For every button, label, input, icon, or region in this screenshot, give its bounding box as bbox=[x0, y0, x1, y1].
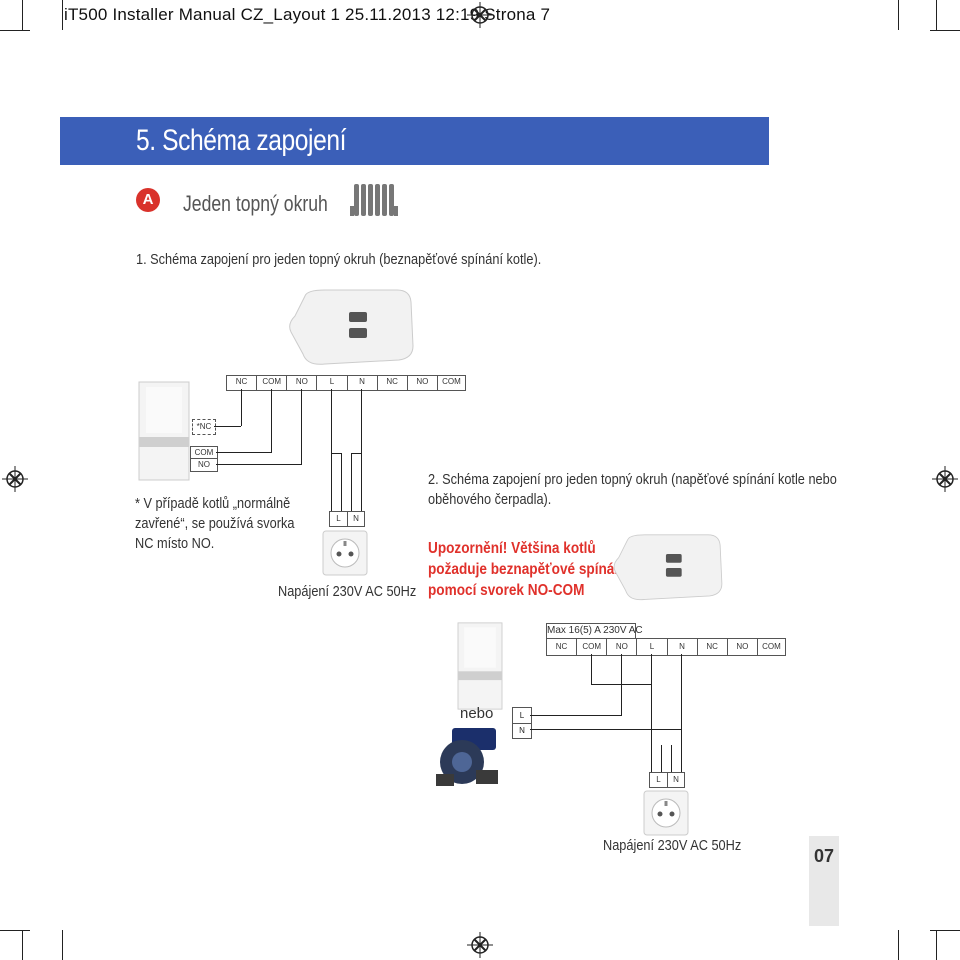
diagram1-note: * V případě kotlů „normálně zavřené“, se… bbox=[135, 495, 295, 552]
crop-mark bbox=[22, 0, 23, 30]
device-terminal-block: L N bbox=[512, 707, 532, 739]
wire bbox=[216, 452, 272, 453]
wire bbox=[351, 453, 352, 511]
warning-line: požaduje beznapěťové spínání bbox=[428, 561, 627, 578]
wire bbox=[651, 654, 652, 772]
terminal-label: N bbox=[673, 775, 679, 784]
receiver-terminal-block: NC COM NO L N NC NO COM bbox=[546, 638, 786, 656]
crop-mark bbox=[62, 930, 63, 960]
diagram1-supply-label: Napájení 230V AC 50Hz bbox=[278, 583, 417, 600]
crop-mark bbox=[898, 930, 899, 960]
section-badge: A bbox=[136, 188, 160, 212]
crop-mark bbox=[0, 930, 30, 931]
registration-mark-icon bbox=[932, 466, 958, 492]
diagram1-caption: 1. Schéma zapojení pro jeden topný okruh… bbox=[136, 251, 542, 268]
page-number-tab bbox=[809, 836, 839, 926]
terminal-label: L bbox=[317, 376, 348, 390]
registration-mark-icon bbox=[467, 932, 493, 958]
terminal-label: L bbox=[330, 512, 348, 526]
terminal-label: COM bbox=[257, 376, 288, 390]
terminal-label: L bbox=[513, 708, 531, 724]
page-number: 07 bbox=[813, 846, 835, 866]
terminal-label: NO bbox=[607, 639, 638, 655]
crop-mark bbox=[22, 930, 23, 960]
radiator-icon bbox=[350, 184, 398, 216]
receiver-terminal-block: NC COM NO L N NC NO COM bbox=[226, 375, 466, 391]
boiler-image bbox=[457, 622, 503, 710]
registration-mark-icon bbox=[2, 466, 28, 492]
wire bbox=[671, 745, 672, 772]
boiler-image bbox=[138, 381, 190, 481]
crop-mark bbox=[930, 930, 960, 931]
circulation-pump-image bbox=[436, 728, 498, 786]
wire bbox=[530, 729, 681, 730]
wire bbox=[361, 389, 362, 511]
terminal-label: N bbox=[668, 639, 698, 655]
crop-mark bbox=[930, 30, 960, 31]
receiver-unit-image bbox=[289, 289, 414, 365]
registration-mark-icon bbox=[467, 2, 493, 28]
terminal-label: NC bbox=[547, 639, 578, 655]
terminal-label: N bbox=[353, 514, 359, 523]
wire bbox=[271, 389, 272, 452]
supply-terminal-block: L N bbox=[329, 511, 365, 527]
wire bbox=[214, 426, 241, 427]
terminal-label: N bbox=[348, 376, 378, 390]
wire bbox=[331, 389, 332, 511]
crop-mark bbox=[936, 0, 937, 30]
terminal-label: COM bbox=[442, 377, 461, 386]
terminal-label: NC bbox=[227, 376, 258, 390]
boiler-terminal-no: NO bbox=[190, 458, 218, 472]
or-label: nebo bbox=[460, 705, 494, 722]
wire bbox=[661, 745, 662, 772]
terminal-label: NO bbox=[287, 376, 318, 390]
terminal-label: N bbox=[519, 726, 525, 735]
wire bbox=[331, 453, 342, 454]
terminal-label: L bbox=[650, 773, 668, 787]
wire bbox=[591, 654, 592, 684]
wire bbox=[351, 453, 362, 454]
wire bbox=[591, 684, 652, 685]
warning-line: pomocí svorek NO-COM bbox=[428, 582, 585, 599]
wire bbox=[241, 389, 242, 426]
terminal-label: NO bbox=[408, 376, 438, 390]
crop-mark bbox=[936, 930, 937, 960]
boiler-terminal-nc: *NC bbox=[192, 419, 216, 435]
terminal-label: COM bbox=[577, 639, 608, 655]
terminal-label: NO bbox=[728, 639, 758, 655]
crop-mark bbox=[0, 30, 30, 31]
terminal-label: L bbox=[637, 639, 668, 655]
wire bbox=[216, 464, 302, 465]
wire bbox=[530, 715, 622, 716]
power-socket-icon bbox=[322, 530, 368, 576]
boiler-terminal-com: COM bbox=[190, 446, 218, 460]
wire bbox=[301, 389, 302, 464]
section-title: 5. Schéma zapojení bbox=[136, 124, 347, 157]
print-header: iT500 Installer Manual CZ_Layout 1 25.11… bbox=[64, 5, 551, 24]
diagram2-caption: 2. Schéma zapojení pro jeden topný okruh… bbox=[428, 471, 837, 508]
diagram2-supply-label: Napájení 230V AC 50Hz bbox=[603, 837, 742, 854]
terminal-label: NC bbox=[698, 639, 728, 655]
crop-mark bbox=[898, 0, 899, 30]
terminal-label: NC bbox=[378, 376, 408, 390]
rating-label: Max 16(5) A 230V AC bbox=[546, 623, 643, 639]
terminal-label: COM bbox=[762, 642, 781, 651]
section-subtitle: Jeden topný okruh bbox=[183, 191, 328, 216]
wire bbox=[341, 453, 342, 511]
receiver-unit-image bbox=[613, 534, 723, 601]
supply-terminal-block: L N bbox=[649, 772, 685, 788]
power-socket-icon bbox=[643, 790, 689, 836]
warning-line: Upozornění! Většina kotlů bbox=[428, 540, 596, 557]
wire bbox=[681, 654, 682, 772]
crop-mark bbox=[62, 0, 63, 30]
section-title-bar: 5. Schéma zapojení bbox=[60, 117, 769, 165]
